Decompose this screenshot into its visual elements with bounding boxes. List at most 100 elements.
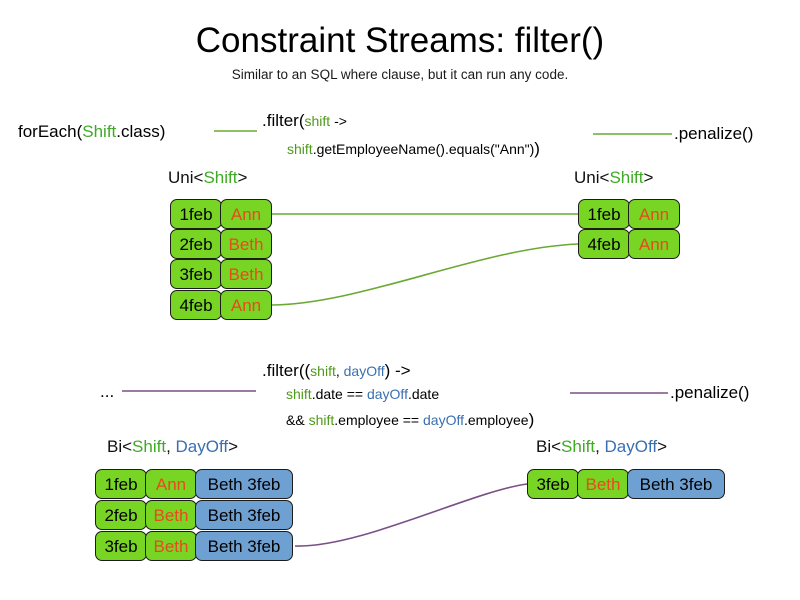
bi-filter-l3c: .employee == [334,412,423,428]
bi-right-header-type2: DayOff [604,437,658,456]
bi-filter-arrow: ) -> [384,361,411,380]
shift-date-text: 4feb [179,295,213,315]
bi-filter-l3e: .employee [464,412,529,428]
uni-left-header: Uni<Shift> [168,168,247,188]
bi-left-row-3[interactable]: 3feb Beth Beth 3feb [95,531,293,561]
shift-date-text: 1feb [587,204,621,224]
shift-name-cell: Beth [145,500,197,530]
uni-source-label: forEach(Shift.class) [18,121,165,142]
bi-filter-head: .filter(( [262,361,311,380]
bi-filter-param2: dayOff [343,363,385,379]
bi-filter-expression-line1: .filter((shift, dayOff) -> [262,360,411,381]
shift-name-text: Beth [228,264,264,284]
uni-filter-tail: ) [534,139,540,158]
shift-date-text: 2feb [104,505,138,525]
uni-right-row-2[interactable]: 4feb Ann [578,229,680,259]
shift-date-text: 3feb [536,474,570,494]
shift-date-cell: 1feb [578,199,630,229]
page-title: Constraint Streams: filter() [195,21,605,60]
bi-right-header-suffix: > [657,437,668,456]
shift-name-cell: Ann [628,229,680,259]
shift-name-text: Ann [638,234,670,254]
shift-name-text: Ann [230,295,262,315]
bi-filter-l2a: shift [286,386,312,402]
bi-filter-l2b: .date == [311,386,367,402]
shift-date-cell: 2feb [170,229,222,259]
uni-left-row-1[interactable]: 1feb Ann [170,199,272,229]
shift-date-cell: 2feb [95,500,147,530]
dayoff-cell: Beth 3feb [195,469,293,499]
uni-left-row-3[interactable]: 3feb Beth [170,259,272,289]
uni-filter-expression-line1: .filter(shift -> [262,110,347,131]
bi-left-header-type2: DayOff [175,437,229,456]
bi-source-label: ... [100,382,115,401]
bi-left-header-comma: , [166,437,176,456]
shift-name-cell: Beth [577,469,629,499]
shift-date-text: 3feb [179,264,213,284]
shift-name-text: Beth [153,536,189,556]
uni-filter-body-rest: .getEmployeeName().equals("Ann") [312,141,535,157]
shift-name-text: Beth [585,474,621,494]
bi-filter-l3d: dayOff [423,412,464,428]
bi-filter-tail: ) [528,410,535,429]
flow-bi-3feb [294,483,528,547]
shift-name-cell: Beth [220,259,272,289]
uni-left-row-2[interactable]: 2feb Beth [170,229,272,259]
shift-name-text: Ann [155,474,187,494]
shift-date-text: 1feb [104,474,138,494]
uni-penalize-label: .penalize() [674,124,754,143]
uni-filter-param: shift [304,113,331,129]
shift-name-cell: Ann [220,290,272,320]
shift-date-cell: 4feb [578,229,630,259]
bi-right-header-comma: , [595,437,605,456]
dayoff-text: Beth 3feb [207,536,281,556]
uni-right-header-suffix: > [643,168,654,187]
bi-filter-l2c: dayOff [366,386,408,402]
bi-filter-l2d: .date [407,386,440,402]
bi-penalize-label: .penalize() [670,383,750,402]
bi-left-header-type1: Shift [132,437,167,456]
uni-right-header-prefix: Uni< [574,168,610,187]
shift-name-text: Beth [153,505,189,525]
shift-name-text: Ann [638,204,670,224]
shift-name-text: Ann [230,204,262,224]
uni-left-row-4[interactable]: 4feb Ann [170,290,272,320]
dayoff-text: Beth 3feb [639,474,713,494]
uni-right-header: Uni<Shift> [574,168,653,188]
uni-filter-body-param: shift [287,141,313,157]
uni-left-header-suffix: > [237,168,248,187]
shift-date-cell: 3feb [95,531,147,561]
uni-filter-arrow: -> [330,113,347,129]
shift-date-cell: 4feb [170,290,222,320]
dayoff-text: Beth 3feb [207,474,281,494]
bi-right-header: Bi<Shift, DayOff> [536,437,667,457]
bi-left-header-prefix: Bi< [107,437,133,456]
shift-date-cell: 1feb [95,469,147,499]
shift-date-text: 4feb [587,234,621,254]
dayoff-text: Beth 3feb [207,505,281,525]
shift-name-text: Beth [228,234,264,254]
page-subtitle: Similar to an SQL where clause, but it c… [231,67,569,82]
bi-right-row-1[interactable]: 3feb Beth Beth 3feb [527,469,725,499]
uni-source-type: Shift [82,122,117,141]
bi-left-row-1[interactable]: 1feb Ann Beth 3feb [95,469,293,499]
uni-filter-expression-line2: shift.getEmployeeName().equals("Ann")) [287,138,540,159]
shift-name-cell: Ann [628,199,680,229]
bi-left-row-2[interactable]: 2feb Beth Beth 3feb [95,500,293,530]
dayoff-cell: Beth 3feb [195,500,293,530]
shift-name-cell: Ann [145,469,197,499]
shift-name-cell: Beth [145,531,197,561]
uni-left-header-type: Shift [203,168,238,187]
dayoff-cell: Beth 3feb [195,531,293,561]
uni-left-header-prefix: Uni< [168,168,204,187]
bi-filter-expression-line2: shift.date == dayOff.date [286,385,439,403]
uni-right-header-type: Shift [609,168,644,187]
uni-right-row-1[interactable]: 1feb Ann [578,199,680,229]
bi-filter-param1: shift [310,363,336,379]
bi-right-header-type1: Shift [561,437,596,456]
flow-uni-4feb [269,243,579,306]
bi-left-header: Bi<Shift, DayOff> [107,437,238,457]
shift-name-cell: Ann [220,199,272,229]
bi-filter-comma: , [335,363,344,379]
